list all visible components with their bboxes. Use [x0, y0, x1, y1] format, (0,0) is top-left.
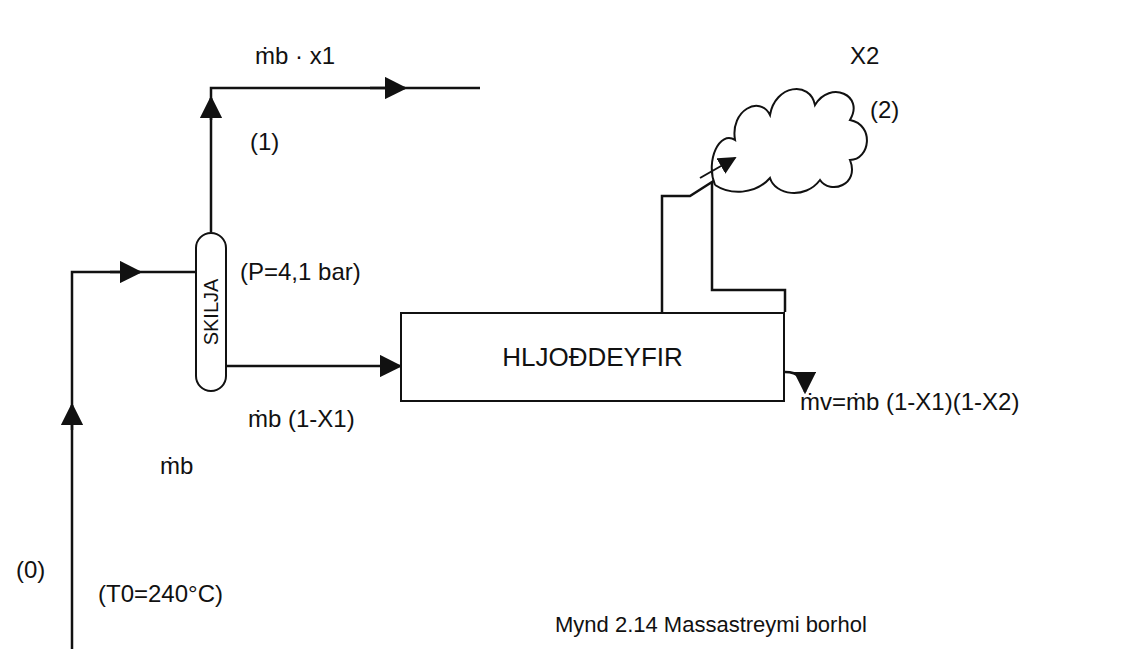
state-number: (0) [16, 556, 45, 584]
flow-arrow [110, 271, 140, 274]
steam-pipe [211, 88, 480, 232]
flow-arrow [370, 87, 405, 90]
flow-label: ṁb [160, 452, 193, 480]
flow-label: ṁv=ṁb (1-X1)(1-X2) [800, 388, 1019, 416]
pipe-connector [227, 365, 400, 368]
figure-caption: Mynd 2.14 Massastreymi borhol [555, 612, 867, 637]
steam-cloud [712, 89, 867, 193]
pressure-label: (P=4,1 bar) [240, 258, 361, 286]
temperature-label: (T0=240°C) [98, 580, 223, 608]
node-text: HLJOÐDEYFIR [502, 342, 683, 373]
flow-label: ṁb · x1 [255, 42, 335, 70]
separator-vessel: SKILJA [195, 232, 227, 392]
fraction-label: X2 [850, 42, 879, 70]
silencer-box: HLJOÐDEYFIR [400, 312, 785, 402]
flow-arrow [71, 405, 74, 430]
flow-arrow [210, 98, 213, 120]
state-number: (1) [250, 128, 279, 156]
state-number: (2) [870, 96, 899, 124]
node-text: SKILJA [200, 279, 223, 346]
silencer-chimney [662, 182, 785, 312]
flow-arrow [700, 158, 735, 178]
flow-label: ṁb (1-X1) [248, 405, 355, 433]
